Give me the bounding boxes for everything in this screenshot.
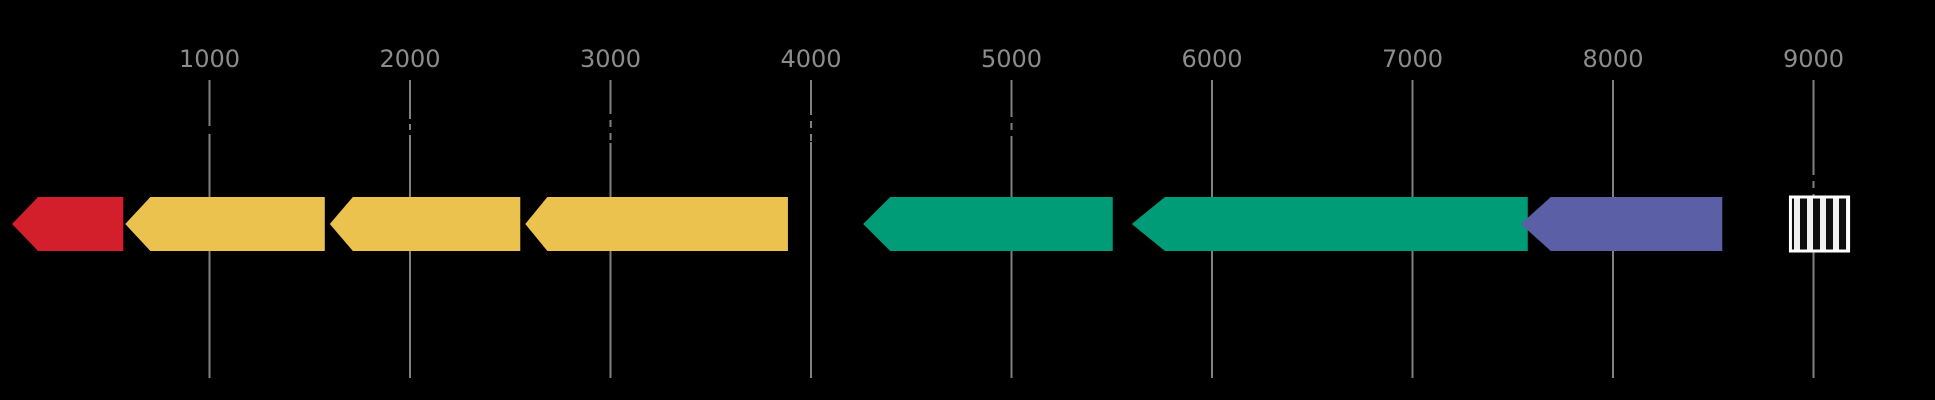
feature-2-yellow-arrow <box>125 197 325 251</box>
tick-label-5000: 5000 <box>981 45 1042 73</box>
tick-label-6000: 6000 <box>1181 45 1242 73</box>
tick-label-2000: 2000 <box>379 45 440 73</box>
tick-label-9000: 9000 <box>1783 45 1844 73</box>
feature-7-purple-arrow <box>1520 197 1723 251</box>
tick-label-8000: 8000 <box>1582 45 1643 73</box>
tick-label-3000: 3000 <box>580 45 641 73</box>
tick-label-7000: 7000 <box>1382 45 1443 73</box>
feature-5-teal-arrow <box>863 197 1113 251</box>
feature-3-yellow-arrow <box>329 197 521 251</box>
feature-6-teal-arrow <box>1131 197 1528 251</box>
feature-8-hatched-box <box>1788 195 1851 253</box>
feature-4-yellow-arrow <box>525 197 788 251</box>
tick-label-1000: 1000 <box>179 45 240 73</box>
tick-label-4000: 4000 <box>780 45 841 73</box>
feature-1-red-arrow <box>12 197 124 251</box>
